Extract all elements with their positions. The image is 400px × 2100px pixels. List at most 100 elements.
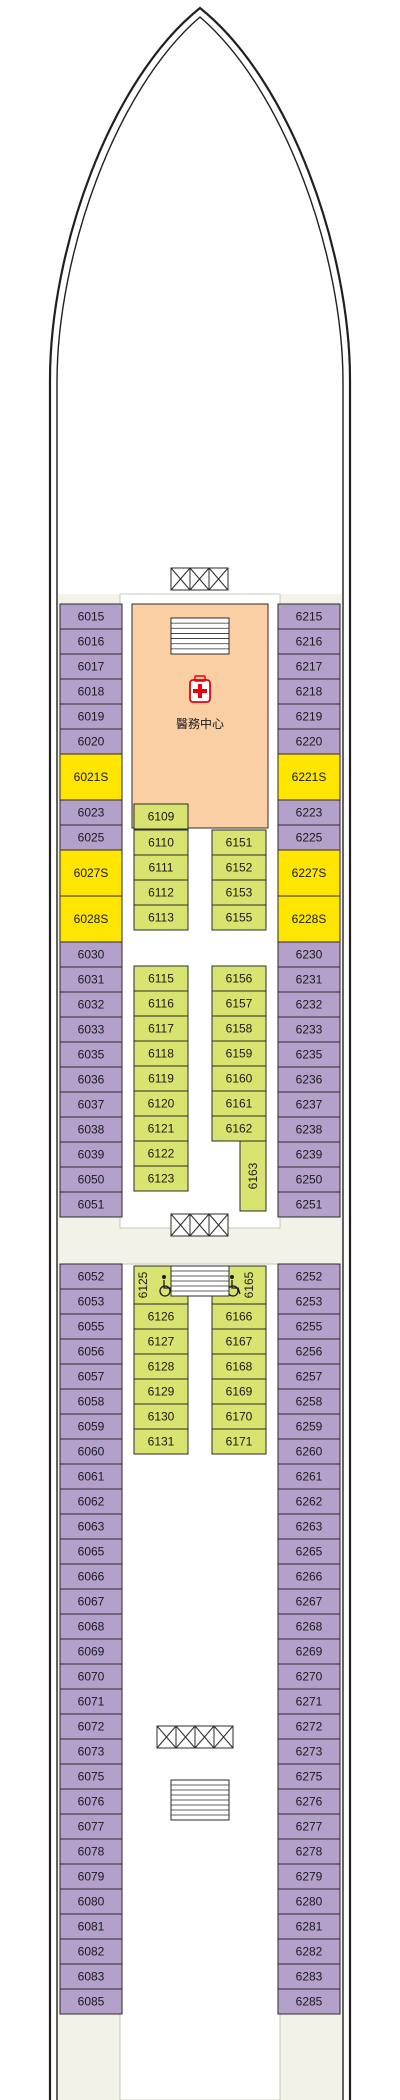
cabin-6036[interactable]: 6036 — [59, 1066, 123, 1093]
cabin-6166[interactable]: 6166 — [211, 1303, 267, 1330]
cabin-6079[interactable]: 6079 — [59, 1863, 123, 1890]
cabin-6266[interactable]: 6266 — [277, 1563, 341, 1590]
cabin-6233[interactable]: 6233 — [277, 1016, 341, 1043]
cabin-6120[interactable]: 6120 — [133, 1090, 189, 1117]
cabin-6121[interactable]: 6121 — [133, 1115, 189, 1142]
cabin-6169[interactable]: 6169 — [211, 1378, 267, 1405]
cabin-6230[interactable]: 6230 — [277, 941, 341, 968]
cabin-6250[interactable]: 6250 — [277, 1166, 341, 1193]
cabin-6112[interactable]: 6112 — [133, 879, 189, 906]
cabin-6076[interactable]: 6076 — [59, 1788, 123, 1815]
cabin-6069[interactable]: 6069 — [59, 1638, 123, 1665]
cabin-6260[interactable]: 6260 — [277, 1438, 341, 1465]
cabin-6126[interactable]: 6126 — [133, 1303, 189, 1330]
cabin-6256[interactable]: 6256 — [277, 1338, 341, 1365]
cabin-6160[interactable]: 6160 — [211, 1065, 267, 1092]
cabin-6050[interactable]: 6050 — [59, 1166, 123, 1193]
cabin-6028S[interactable]: 6028S — [59, 895, 123, 943]
cabin-6272[interactable]: 6272 — [277, 1713, 341, 1740]
cabin-6265[interactable]: 6265 — [277, 1538, 341, 1565]
cabin-6128[interactable]: 6128 — [133, 1353, 189, 1380]
cabin-6235[interactable]: 6235 — [277, 1041, 341, 1068]
cabin-6278[interactable]: 6278 — [277, 1838, 341, 1865]
cabin-6159[interactable]: 6159 — [211, 1040, 267, 1067]
cabin-6035[interactable]: 6035 — [59, 1041, 123, 1068]
cabin-6168[interactable]: 6168 — [211, 1353, 267, 1380]
cabin-6119[interactable]: 6119 — [133, 1065, 189, 1092]
cabin-6019[interactable]: 6019 — [59, 703, 123, 730]
cabin-6255[interactable]: 6255 — [277, 1313, 341, 1340]
cabin-6061[interactable]: 6061 — [59, 1463, 123, 1490]
cabin-6037[interactable]: 6037 — [59, 1091, 123, 1118]
cabin-6023[interactable]: 6023 — [59, 799, 123, 826]
cabin-6123[interactable]: 6123 — [133, 1165, 189, 1192]
cabin-6268[interactable]: 6268 — [277, 1613, 341, 1640]
cabin-6285[interactable]: 6285 — [277, 1988, 341, 2015]
cabin-6025[interactable]: 6025 — [59, 824, 123, 851]
cabin-6130[interactable]: 6130 — [133, 1403, 189, 1430]
cabin-6276[interactable]: 6276 — [277, 1788, 341, 1815]
cabin-6082[interactable]: 6082 — [59, 1938, 123, 1965]
cabin-6258[interactable]: 6258 — [277, 1388, 341, 1415]
cabin-6280[interactable]: 6280 — [277, 1888, 341, 1915]
cabin-6127[interactable]: 6127 — [133, 1328, 189, 1355]
cabin-6282[interactable]: 6282 — [277, 1938, 341, 1965]
cabin-6016[interactable]: 6016 — [59, 628, 123, 655]
cabin-6017[interactable]: 6017 — [59, 653, 123, 680]
cabin-6122[interactable]: 6122 — [133, 1140, 189, 1167]
cabin-6281[interactable]: 6281 — [277, 1913, 341, 1940]
cabin-6110[interactable]: 6110 — [133, 829, 189, 856]
cabin-6068[interactable]: 6068 — [59, 1613, 123, 1640]
cabin-6263[interactable]: 6263 — [277, 1513, 341, 1540]
cabin-6015[interactable]: 6015 — [59, 603, 123, 630]
cabin-6217[interactable]: 6217 — [277, 653, 341, 680]
cabin-6057[interactable]: 6057 — [59, 1363, 123, 1390]
cabin-6223[interactable]: 6223 — [277, 799, 341, 826]
cabin-6152[interactable]: 6152 — [211, 854, 267, 881]
cabin-6216[interactable]: 6216 — [277, 628, 341, 655]
cabin-6031[interactable]: 6031 — [59, 966, 123, 993]
cabin-6267[interactable]: 6267 — [277, 1588, 341, 1615]
cabin-6270[interactable]: 6270 — [277, 1663, 341, 1690]
cabin-6261[interactable]: 6261 — [277, 1463, 341, 1490]
cabin-6115[interactable]: 6115 — [133, 965, 189, 992]
cabin-6279[interactable]: 6279 — [277, 1863, 341, 1890]
cabin-6118[interactable]: 6118 — [133, 1040, 189, 1067]
cabin-6056[interactable]: 6056 — [59, 1338, 123, 1365]
cabin-6253[interactable]: 6253 — [277, 1288, 341, 1315]
cabin-6239[interactable]: 6239 — [277, 1141, 341, 1168]
cabin-6262[interactable]: 6262 — [277, 1488, 341, 1515]
cabin-6038[interactable]: 6038 — [59, 1116, 123, 1143]
cabin-6156[interactable]: 6156 — [211, 965, 267, 992]
cabin-6161[interactable]: 6161 — [211, 1090, 267, 1117]
cabin-6283[interactable]: 6283 — [277, 1963, 341, 1990]
cabin-6257[interactable]: 6257 — [277, 1363, 341, 1390]
cabin-6021S[interactable]: 6021S — [59, 753, 123, 801]
cabin-6077[interactable]: 6077 — [59, 1813, 123, 1840]
cabin-6219[interactable]: 6219 — [277, 703, 341, 730]
cabin-6237[interactable]: 6237 — [277, 1091, 341, 1118]
cabin-6215[interactable]: 6215 — [277, 603, 341, 630]
cabin-6232[interactable]: 6232 — [277, 991, 341, 1018]
cabin-6151[interactable]: 6151 — [211, 829, 267, 856]
cabin-6113[interactable]: 6113 — [133, 904, 189, 931]
cabin-6027S[interactable]: 6027S — [59, 849, 123, 897]
cabin-6227S[interactable]: 6227S — [277, 849, 341, 897]
cabin-6062[interactable]: 6062 — [59, 1488, 123, 1515]
cabin-6153[interactable]: 6153 — [211, 879, 267, 906]
cabin-6167[interactable]: 6167 — [211, 1328, 267, 1355]
cabin-6073[interactable]: 6073 — [59, 1738, 123, 1765]
cabin-6277[interactable]: 6277 — [277, 1813, 341, 1840]
cabin-6271[interactable]: 6271 — [277, 1688, 341, 1715]
cabin-6109[interactable]: 6109 — [133, 803, 189, 830]
cabin-6063[interactable]: 6063 — [59, 1513, 123, 1540]
cabin-6158[interactable]: 6158 — [211, 1015, 267, 1042]
cabin-6083[interactable]: 6083 — [59, 1963, 123, 1990]
cabin-6065[interactable]: 6065 — [59, 1538, 123, 1565]
cabin-6070[interactable]: 6070 — [59, 1663, 123, 1690]
cabin-6252[interactable]: 6252 — [277, 1263, 341, 1290]
cabin-6085[interactable]: 6085 — [59, 1988, 123, 2015]
cabin-6218[interactable]: 6218 — [277, 678, 341, 705]
cabin-6080[interactable]: 6080 — [59, 1888, 123, 1915]
cabin-6231[interactable]: 6231 — [277, 966, 341, 993]
